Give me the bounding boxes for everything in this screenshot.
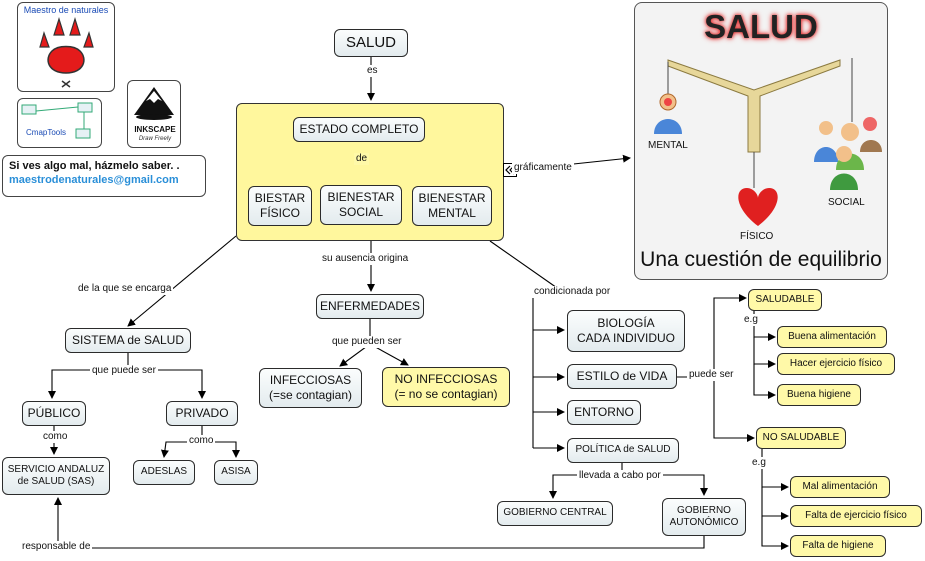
node-enfermedades[interactable]: ENFERMEDADES — [316, 294, 424, 319]
connector-30 — [54, 497, 705, 549]
link-label-puede-ser: puede ser — [687, 369, 736, 381]
cmaptools-logo: CmapTools — [17, 98, 102, 148]
inkscape-tagline: Draw Freely — [138, 136, 172, 142]
node-adeslas[interactable]: ADESLAS — [133, 460, 195, 485]
node-no-infecciosas[interactable]: NO INFECCIOSAS (= no se contagian) — [382, 367, 510, 407]
link-label-llevada: llevada a cabo por — [577, 470, 663, 482]
inkscape-text: INKSCAPE — [134, 125, 176, 134]
node-mal-alimentacion[interactable]: Mal alimentación — [790, 476, 890, 498]
link-label-eg-no-saludable: e.g — [750, 457, 768, 469]
link-label-es: es — [365, 65, 380, 77]
connector-24 — [753, 364, 776, 399]
node-sistema-salud[interactable]: SISTEMA de SALUD — [65, 328, 191, 353]
node-sas[interactable]: SERVICIO ANDALUZ de SALUD (SAS) — [2, 457, 110, 495]
connector-8 — [489, 240, 562, 448]
cmaptools-text: CmapTools — [26, 128, 67, 137]
balance-scale-icon — [654, 58, 882, 226]
mental-person-icon — [654, 93, 682, 134]
node-falta-higiene[interactable]: Falta de higiene — [790, 535, 886, 557]
connector-23 — [753, 337, 776, 368]
node-buena-alimentacion[interactable]: Buena alimentación — [777, 326, 887, 348]
node-gobierno-autonomico[interactable]: GOBIERNO AUTONÓMICO — [662, 498, 746, 536]
connector-21 — [713, 377, 755, 442]
maestro-logo-text: Maestro de naturales — [23, 5, 109, 15]
node-bienestar-social[interactable]: BIENESTAR SOCIAL — [320, 185, 402, 225]
link-label-como-privado: como — [187, 435, 216, 447]
node-estilo-vida[interactable]: ESTILO de VIDA — [567, 364, 677, 389]
node-infecciosas[interactable]: INFECCIOSAS (=se contagian) — [259, 368, 362, 408]
node-bienestar-mental[interactable]: BIENESTAR MENTAL — [412, 186, 492, 226]
panel-title: SALUD — [704, 8, 818, 45]
link-label-de: de — [354, 153, 370, 165]
link-label-eg-saludable: e.g — [742, 314, 760, 326]
node-entorno[interactable]: ENTORNO — [567, 400, 641, 425]
node-salud[interactable]: SALUD — [334, 29, 408, 57]
maestro-naturales-logo: Maestro de naturales — [17, 2, 115, 92]
connector-26 — [761, 487, 789, 520]
panel-subtitle: Una cuestión de equilibrio — [640, 248, 882, 271]
node-asisa[interactable]: ASISA — [214, 460, 258, 485]
node-no-saludable[interactable]: NO SALUDABLE — [756, 427, 846, 449]
contact-message: Si ves algo mal, házmelo saber. . — [9, 160, 180, 172]
link-label-condicionada: condicionada por — [532, 286, 613, 298]
connector-20 — [677, 294, 747, 378]
connector-16 — [160, 426, 203, 458]
connector-27 — [761, 516, 789, 550]
node-politica-salud[interactable]: POLÍTICA de SALUD — [567, 438, 679, 463]
node-buena-higiene[interactable]: Buena higiene — [777, 384, 861, 406]
node-privado[interactable]: PRIVADO — [166, 401, 238, 426]
social-group-icon — [814, 117, 882, 190]
panel-label-social: SOCIAL — [828, 197, 865, 208]
inkscape-logo: INKSCAPE Draw Freely — [127, 80, 181, 148]
node-biologia[interactable]: BIOLOGÍA CADA INDIVIDUO — [567, 310, 685, 352]
node-gobierno-central[interactable]: GOBIERNO CENTRAL — [497, 501, 613, 526]
node-estado-completo[interactable]: ESTADO COMPLETO — [293, 117, 425, 142]
node-bienestar-fisico[interactable]: BIESTAR FÍSICO — [248, 186, 312, 226]
link-label-de-la-que: de la que se encarga — [76, 283, 174, 295]
link-label-graficamente: gráficamente — [512, 162, 574, 174]
cmap-diagram-icon — [21, 102, 93, 139]
link-label-que-puede-ser: que puede ser — [90, 365, 158, 377]
node-ejercicio-fisico[interactable]: Hacer ejercicio físico — [777, 353, 895, 375]
inkscape-mountain-icon — [134, 87, 174, 120]
salud-illustration-panel — [634, 2, 888, 280]
link-label-responsable: responsable de — [20, 541, 93, 553]
contact-box: Si ves algo mal, házmelo saber. . maestr… — [2, 155, 206, 197]
panel-label-fisico: FÍSICO — [740, 231, 774, 242]
node-falta-ejercicio[interactable]: Falta de ejercicio físico — [790, 505, 922, 527]
link-label-su-ausencia: su ausencia origina — [320, 253, 411, 265]
node-saludable[interactable]: SALUDABLE — [748, 289, 822, 311]
paw-icon — [39, 16, 94, 88]
link-label-como-publico: como — [41, 431, 70, 443]
panel-label-mental: MENTAL — [648, 140, 688, 151]
connector-7 — [127, 235, 237, 327]
fisico-heart-icon — [738, 188, 778, 226]
contact-email[interactable]: maestrodenaturales@gmail.com — [9, 174, 179, 186]
node-publico[interactable]: PÚBLICO — [22, 401, 86, 426]
link-label-que-pueden-ser: que pueden ser — [330, 336, 404, 348]
